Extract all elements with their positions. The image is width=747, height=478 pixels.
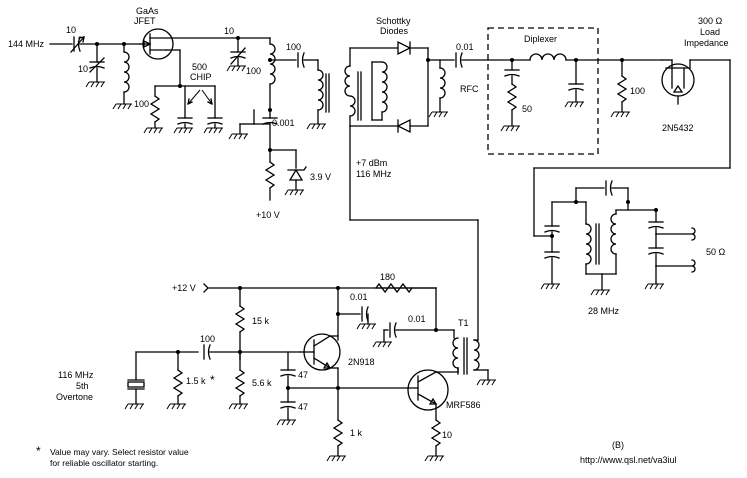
- zener-label: 3.9 V: [310, 172, 331, 182]
- res-10-label: 10: [442, 430, 452, 440]
- input-freq-label: 144 MHz: [8, 39, 45, 49]
- diplexer-res-label: 50: [522, 104, 532, 114]
- q-2n918-label: 2N918: [348, 357, 375, 367]
- out-imp-label: 50 Ω: [706, 247, 726, 257]
- rf-input-section: [49, 36, 141, 110]
- jfet-name-label: JFET: [134, 16, 156, 26]
- cap-001b-label: 0.01: [408, 314, 426, 324]
- res-56k-label: 5.6 k: [252, 378, 272, 388]
- xtal-label-2: 5th: [76, 381, 89, 391]
- cap-trim-label: 10: [78, 64, 88, 74]
- cap-couple-label: 100: [286, 42, 301, 52]
- diplexer-label: Diplexer: [524, 34, 557, 44]
- local-oscillator-section: [203, 219, 497, 386]
- cap-series-label: 10: [66, 25, 76, 35]
- cap-bypass-label: 0.001: [272, 118, 295, 128]
- lo-freq-label: 116 MHz: [356, 169, 392, 179]
- res-1k-label: 1 k: [350, 428, 363, 438]
- oscillator-transistor: [299, 333, 409, 462]
- source-url: http://www.qsl.net/va3iul: [580, 455, 677, 465]
- mixer-section: [344, 40, 489, 221]
- source-network: [143, 84, 224, 134]
- res-star-mark: *: [210, 373, 215, 387]
- t1-label: T1: [458, 318, 469, 328]
- figure-label: (B): [612, 440, 624, 450]
- drain-trim-label: 10: [224, 26, 234, 36]
- load-label-3: Impedance: [684, 38, 729, 48]
- note-line-2: for reliable oscillator starting.: [50, 458, 158, 468]
- load-res-label: 100: [630, 86, 645, 96]
- load-label-1: 300 Ω: [698, 16, 723, 26]
- lo-level-label: +7 dBm: [356, 158, 387, 168]
- diodes-label-1: Schottky: [376, 16, 411, 26]
- cap-001a-label: 0.01: [350, 292, 368, 302]
- q-mrf586-label: MRF586: [446, 400, 481, 410]
- note-line-1: Value may vary. Select resistor value: [50, 447, 189, 457]
- xtal-label-1: 116 MHz: [58, 370, 94, 380]
- chip-value-label: 500: [192, 62, 207, 72]
- cap-out-label: 0.01: [456, 42, 474, 52]
- output-fet: [533, 59, 731, 237]
- if-freq-label: 28 MHz: [588, 306, 620, 316]
- gate-res-label: 100: [134, 99, 149, 109]
- note-star: *: [36, 444, 41, 458]
- res-15k-label: 15 k: [252, 316, 270, 326]
- cap-100b-label: 100: [200, 334, 215, 344]
- if-output-network: [540, 180, 696, 296]
- supply-12v-label: +12 V: [172, 283, 196, 293]
- output-transformer-1: [306, 59, 330, 130]
- diodes-label-2: Diodes: [380, 26, 409, 36]
- drain-tank: [226, 36, 319, 201]
- load-label-2: Load: [700, 27, 720, 37]
- cap-47b-label: 47: [298, 402, 308, 412]
- diplexer-section: [487, 27, 663, 155]
- cap-47a-label: 47: [298, 370, 308, 380]
- chip-word-label: CHIP: [190, 72, 212, 82]
- jfet-type-label: GaAs: [136, 6, 159, 16]
- coil-tap-label: 100: [246, 66, 261, 76]
- res-15k-var-label: 1.5 k: [186, 376, 206, 386]
- supply-10v-label: +10 V: [256, 210, 280, 220]
- xtal-label-3: Overtone: [56, 392, 93, 402]
- fet-out-label: 2N5432: [662, 123, 694, 133]
- res-180-label: 180: [380, 272, 395, 282]
- gaas-jfet: [139, 28, 271, 87]
- oscillator-input: [124, 344, 339, 426]
- buffer-transistor: [407, 367, 459, 462]
- rfc-label: RFC: [460, 84, 479, 94]
